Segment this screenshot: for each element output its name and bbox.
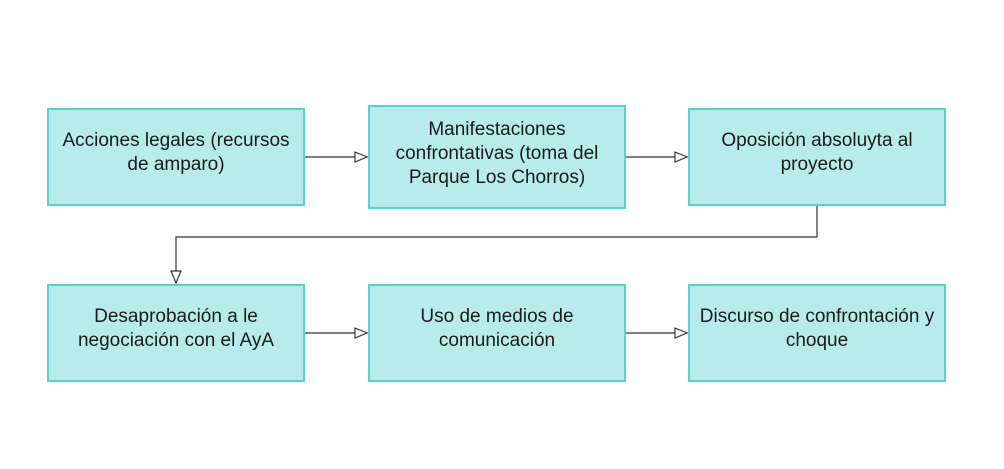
node-acciones-legales: Acciones legales (recursos de amparo)	[47, 108, 305, 206]
node-label: Discurso de confrontación y choque	[699, 306, 935, 351]
node-label: Oposición absoluyta al proyecto	[721, 130, 913, 175]
node-label: Acciones legales (recursos de amparo)	[62, 130, 290, 175]
node-discurso-confrontacion: Discurso de confrontación y choque	[688, 284, 946, 382]
node-oposicion-absoluta: Oposición absoluyta al proyecto	[688, 108, 946, 206]
node-label: Desaprobación a le negociación con el Ay…	[77, 306, 275, 351]
node-label: Uso de medios de comunicación	[420, 306, 574, 351]
node-desaprobacion-negociacion: Desaprobación a le negociación con el Ay…	[47, 284, 305, 382]
node-uso-medios-comunicacion: Uso de medios de comunicación	[368, 284, 626, 382]
connector-n3-n4	[176, 206, 818, 283]
node-manifestaciones-confrontativas: Manifestaciones confrontativas (toma del…	[368, 105, 626, 209]
node-label: Manifestaciones confrontativas (toma del…	[395, 119, 599, 188]
